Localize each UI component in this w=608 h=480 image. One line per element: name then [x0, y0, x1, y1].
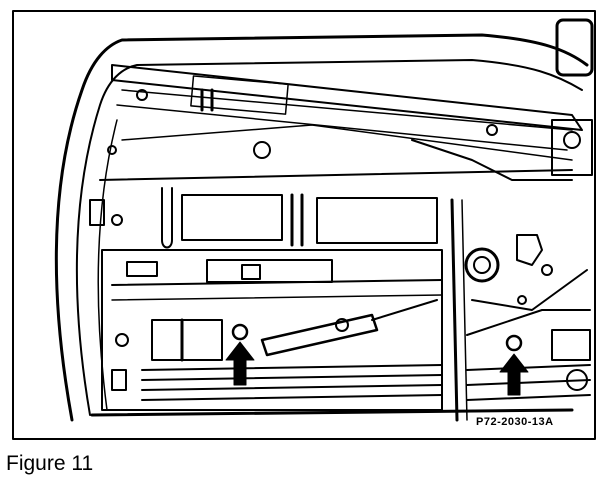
figure-caption: Figure 11: [6, 452, 94, 475]
door-shell-outline: [54, 33, 589, 422]
arrow-up-icon: [499, 334, 529, 396]
handle-housing: [555, 18, 594, 77]
upper-opening-left: [181, 194, 283, 241]
lock-cylinder: [464, 247, 500, 283]
lower-frame: [101, 249, 443, 411]
door-panel-illustration: [12, 10, 596, 440]
part-number-label: P72-2030-13A: [474, 416, 556, 428]
regulator-arm: [260, 313, 379, 357]
figure-border: [12, 10, 596, 440]
arrow-up-icon: [225, 323, 255, 386]
window-rail: [111, 64, 583, 131]
door-shell-inner: [75, 59, 583, 416]
upper-opening-right: [316, 197, 438, 244]
